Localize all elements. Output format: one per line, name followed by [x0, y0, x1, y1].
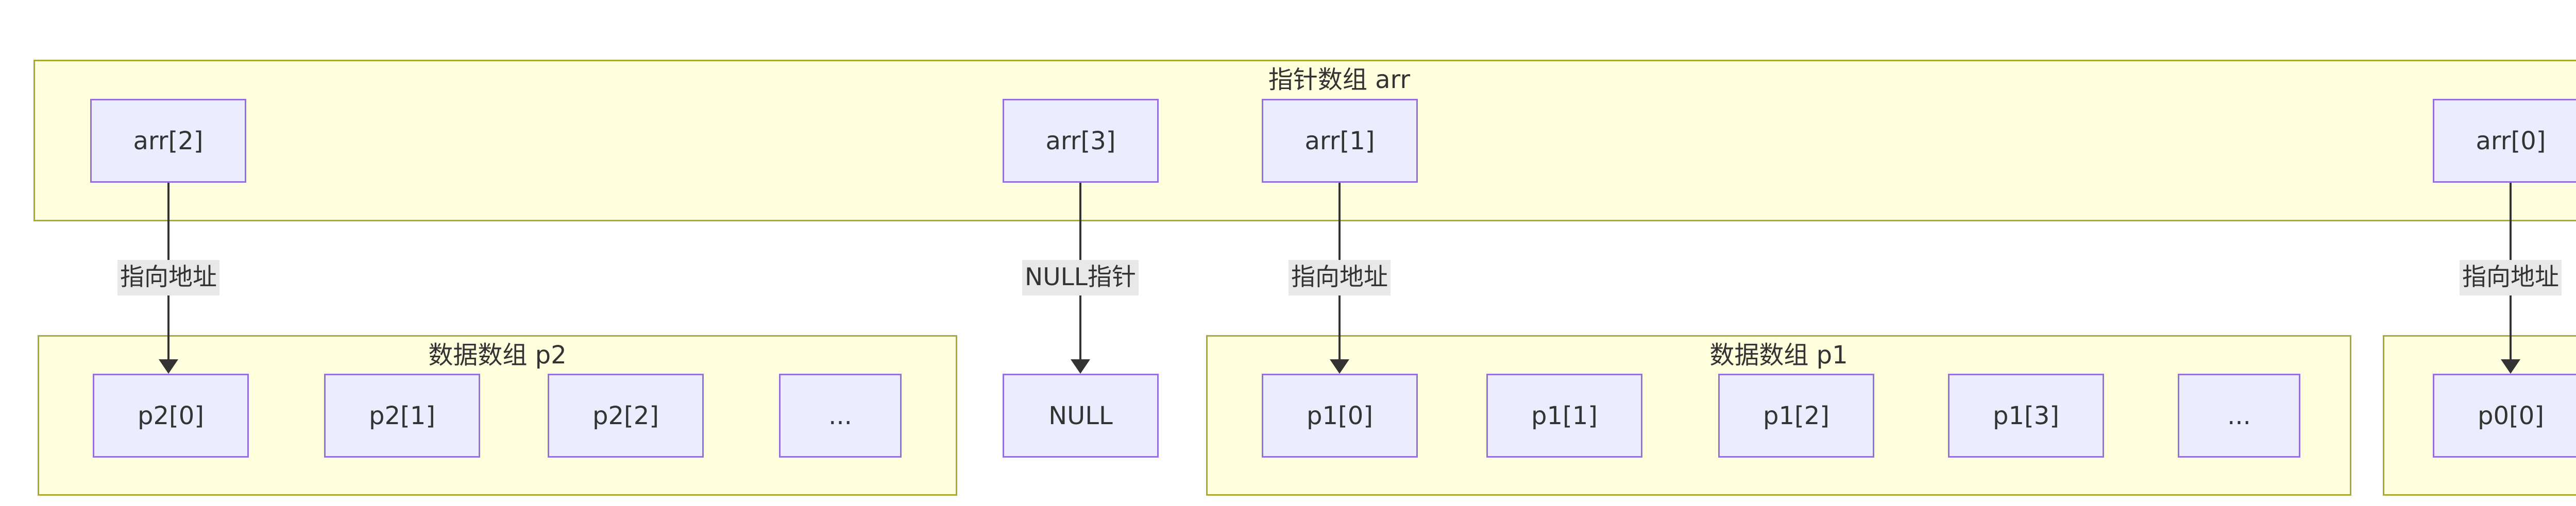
edge-label-arr0-to-p0-0: 指向地址 [2460, 260, 2562, 295]
subgraph-title-p0: 数据数组 p0 [2384, 341, 2576, 371]
node-arr1: arr[1] [1262, 99, 1418, 183]
node-p2-1: p2[1] [324, 374, 480, 458]
edge-label-arr3-to-null: NULL指针 [1022, 260, 1139, 295]
edge-arrowhead-arr2-to-p2-0 [159, 359, 178, 374]
node-null: NULL [1003, 374, 1159, 458]
node-arr3: arr[3] [1003, 99, 1159, 183]
node-p1-0: p1[0] [1262, 374, 1418, 458]
edge-label-arr2-to-p2-0: 指向地址 [117, 260, 219, 295]
node-p2-2: p2[2] [548, 374, 704, 458]
node-p1-3: p1[3] [1948, 374, 2104, 458]
node-arr0: arr[0] [2433, 99, 2576, 183]
subgraph-p2: 数据数组 p2 [38, 335, 957, 496]
node-p1-2: p1[2] [1718, 374, 1874, 458]
node-p2-ellipsis: ... [779, 374, 902, 458]
edge-arrowhead-arr0-to-p0-0 [2501, 359, 2520, 374]
subgraph-title-p2: 数据数组 p2 [428, 341, 567, 370]
edge-arrowhead-arr1-to-p1-0 [1330, 359, 1349, 374]
node-p2-0: p2[0] [93, 374, 249, 458]
node-p1-1: p1[1] [1486, 374, 1642, 458]
node-p1-ellipsis: ... [2178, 374, 2300, 458]
subgraph-title-p1: 数据数组 p1 [1709, 341, 1848, 370]
edge-arrowhead-arr3-to-null [1071, 359, 1090, 374]
edge-label-arr1-to-p1-0: 指向地址 [1289, 260, 1391, 295]
node-p0-0: p0[0] [2433, 374, 2576, 458]
node-arr2: arr[2] [90, 99, 246, 183]
subgraph-title-arr: 指针数组 arr [1268, 65, 1411, 94]
